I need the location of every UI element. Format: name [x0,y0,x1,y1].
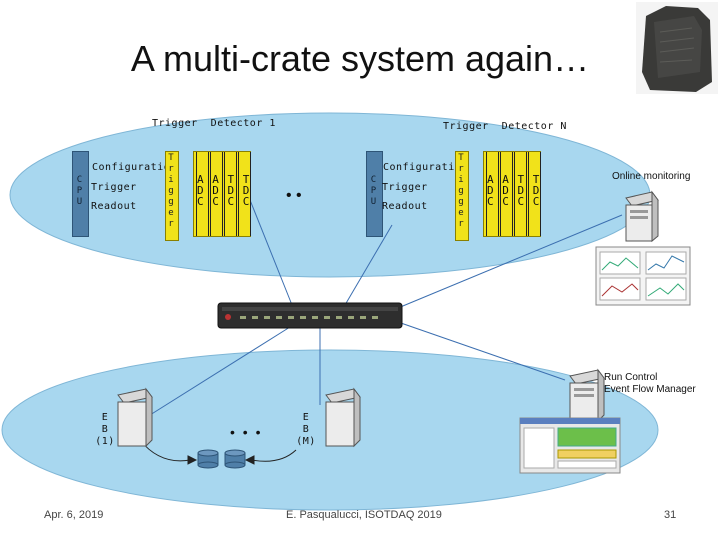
crate1-adc-tdc-labels: A A T T D D D D C C C C [197,173,251,208]
eb-ellipsis: • • • [230,424,263,440]
crate1-trigger-module-label: T r i g g e r [168,153,174,229]
footer-date: Apr. 6, 2019 [44,509,104,521]
craten-adc-tdc-labels: A A T T D D D D C C C C [487,173,541,208]
crate1-adc-tdc-modules[interactable] [193,151,251,237]
craten-cpu[interactable] [366,151,383,237]
crate1-configuration: Configuration [92,162,177,173]
run-control-label: Run Control Event Flow Manager [604,372,696,395]
storage-disk-m [224,449,246,469]
runcontrol-screenshot [519,417,621,474]
storage-disk-1 [197,449,219,469]
monitoring-screenshot [595,246,691,306]
network-switch [217,302,403,329]
crates-ellipse [9,112,651,278]
craten-label: Trigger Detector N [443,121,567,132]
craten-configuration: Configuration [383,162,468,173]
crate1-trigger-module[interactable] [165,151,179,241]
craten-readout: Readout [382,201,428,212]
ebm-label: E B (M) [296,412,316,447]
footer-author: E. Pasqualucci, ISOTDAQ 2019 [286,509,442,521]
pc-icon-ebm [325,387,361,448]
crate1-readout: Readout [91,201,137,212]
pc-icon-runcontrol [569,368,605,423]
crate1-cpu-label: C P U [76,175,83,207]
eb1-label: E B (1) [95,412,115,447]
craten-trigger-module-label: T r i g g e r [458,153,464,229]
online-monitoring-label: Online monitoring [612,171,691,182]
link-eb1 [149,326,291,416]
crate1-cpu[interactable] [72,151,89,237]
craten-cpu-label: C P U [370,175,377,207]
link-runcontrol [397,321,566,381]
crate1-trigger: Trigger [91,182,137,193]
slide-title: A multi-crate system again… [130,38,590,79]
link-monitor [397,214,623,309]
footer-page-number: 31 [664,509,677,521]
stone-photo [636,2,718,94]
pc-icon-monitor [625,190,659,243]
craten-trigger-module[interactable] [455,151,469,241]
craten-adc-tdc-modules[interactable] [483,151,541,237]
link-crateN [344,224,393,306]
craten-trigger: Trigger [382,182,428,193]
crate-ellipsis: • • [286,187,302,204]
crate1-label: Trigger Detector 1 [152,118,276,129]
pc-icon-eb1 [117,387,153,448]
link-crate1 [249,199,293,306]
